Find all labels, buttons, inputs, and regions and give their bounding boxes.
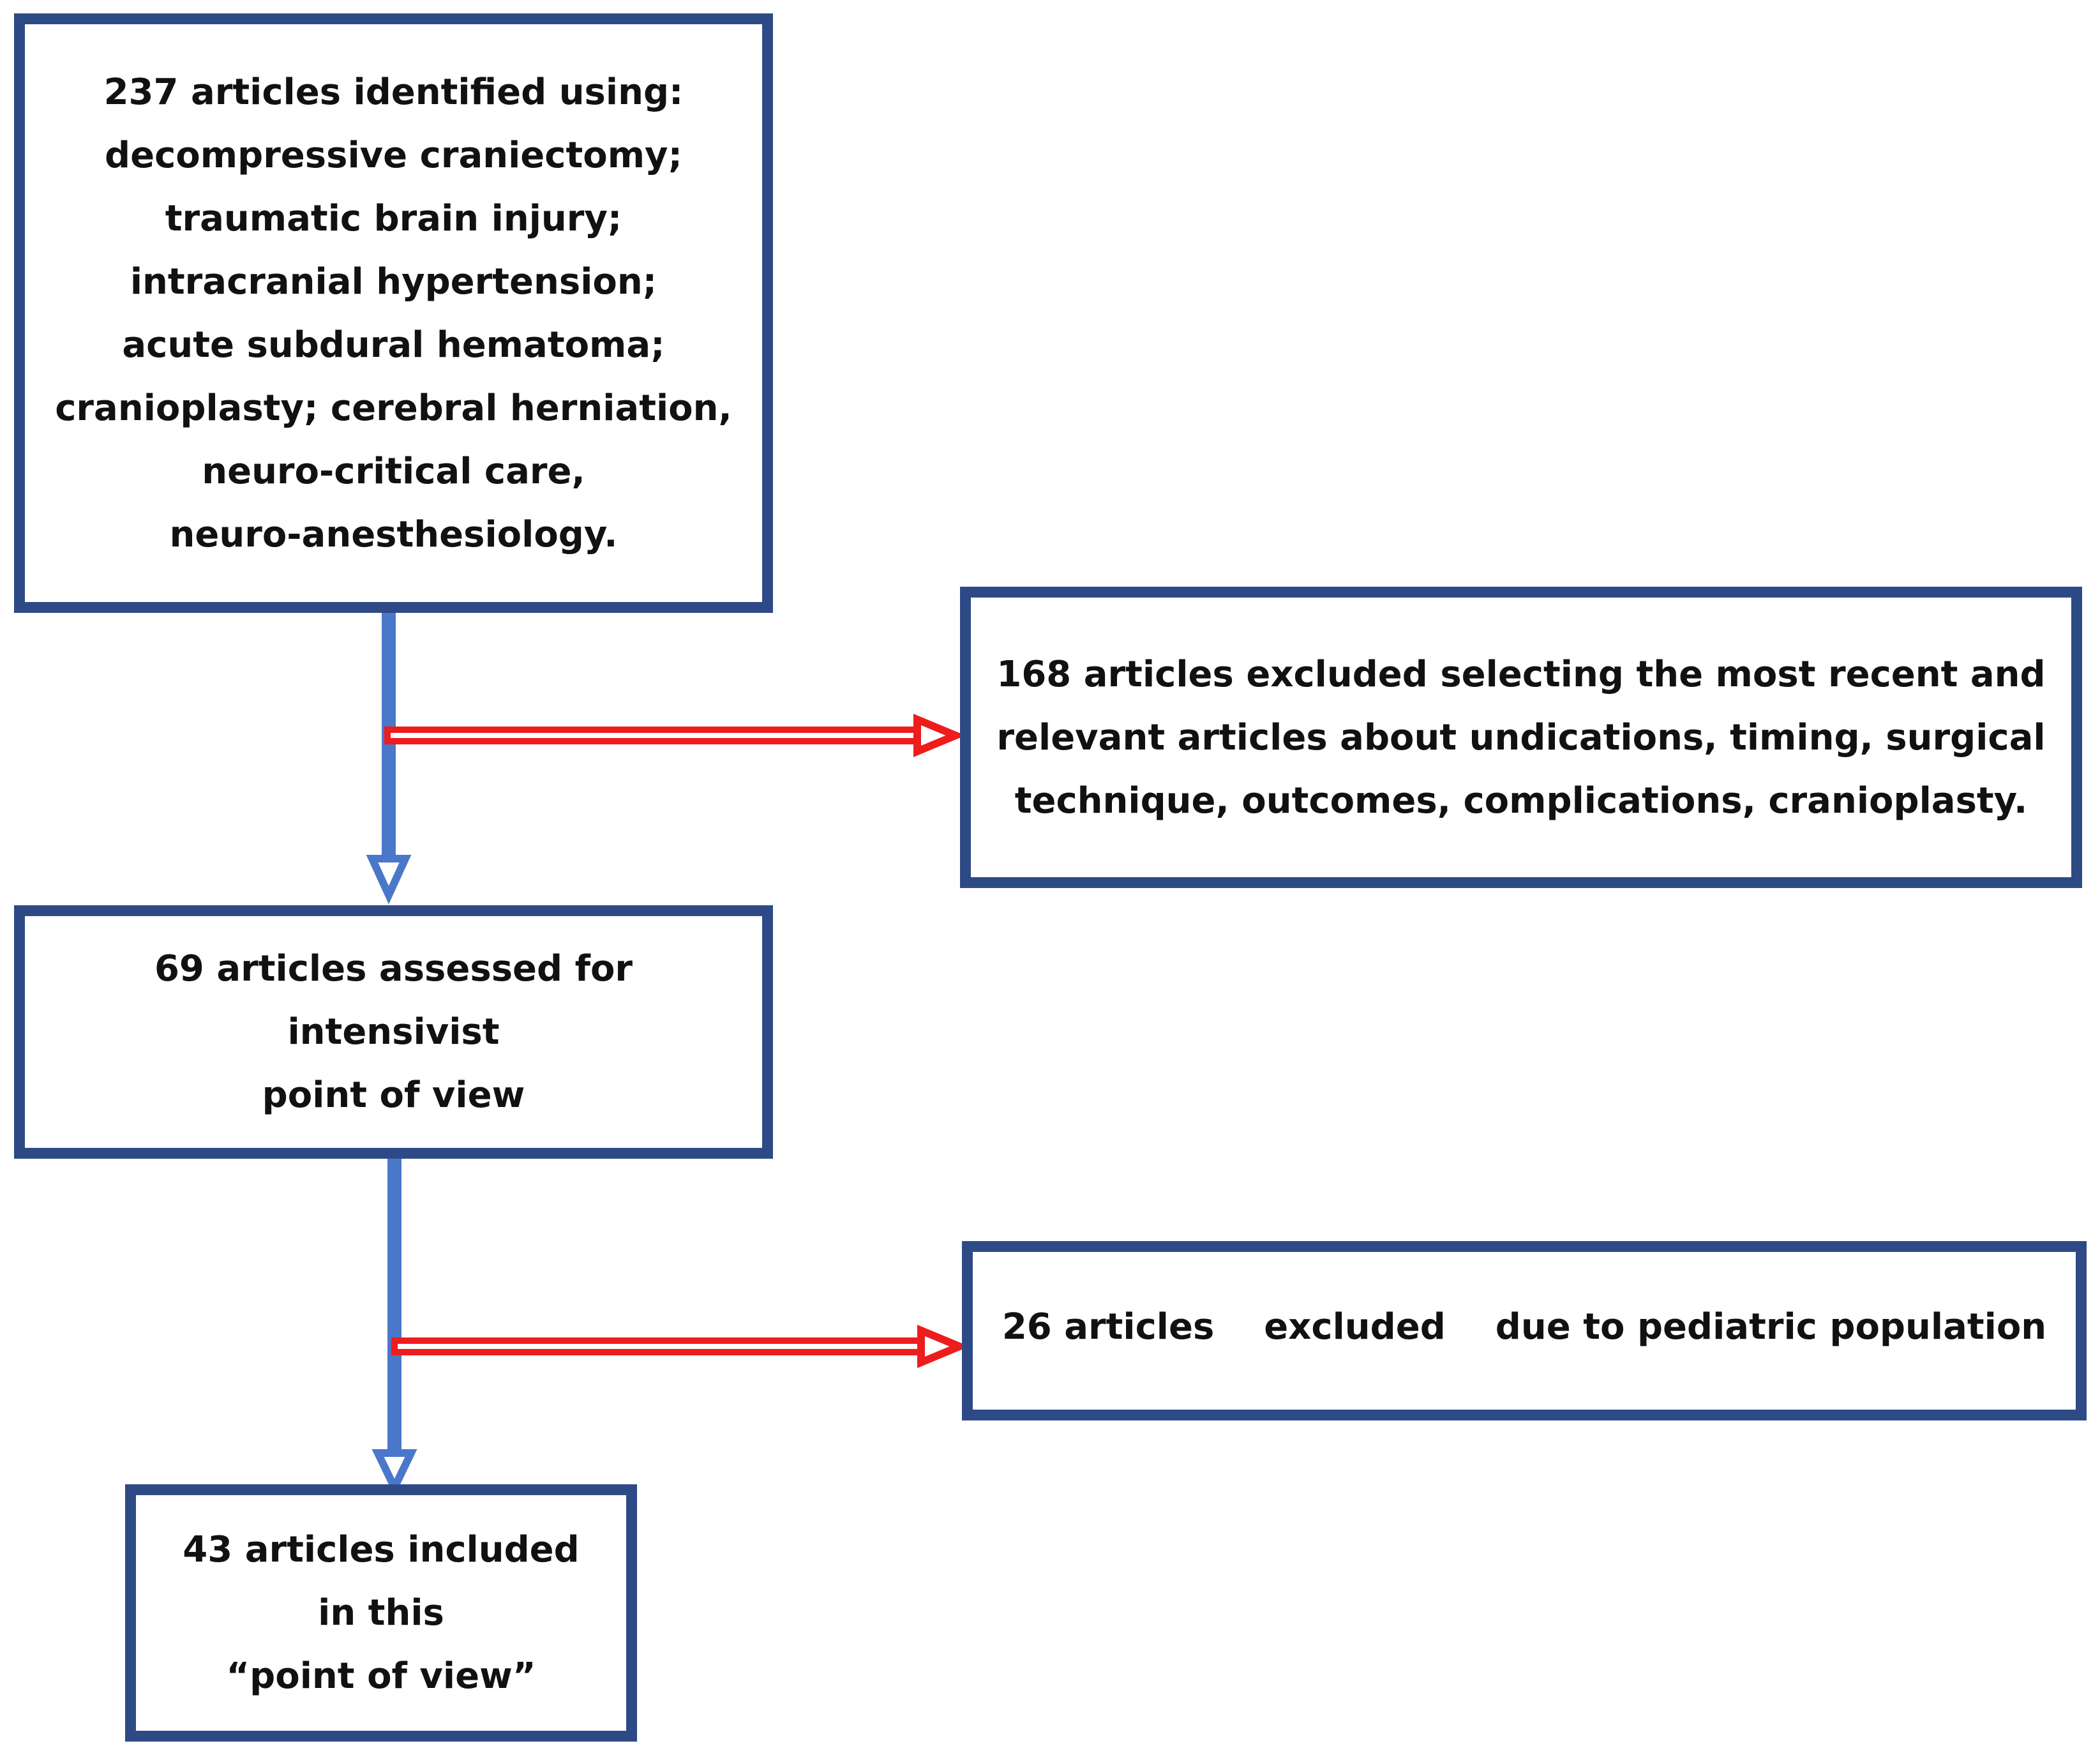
assessed-line-2: intensivist [287, 1011, 500, 1053]
excluded-recent-line-2: relevant articles about undications, tim… [996, 716, 2046, 758]
flow-arrow-1-head [366, 855, 412, 905]
identified-line-1: 237 articles identified using: [103, 71, 684, 113]
exclusion-arrow-1-shaft [384, 727, 920, 744]
identified-line-4: intracranial hypertension; [130, 260, 657, 303]
assessed-articles-box: 69 articles assessed for intensivist poi… [14, 905, 773, 1159]
excluded-recent-box: 168 articles excluded selecting the most… [960, 587, 2082, 888]
exclusion-arrow-2-head [917, 1325, 970, 1368]
excluded-pediatric-box: 26 articles excluded due to pediatric po… [962, 1241, 2087, 1420]
excluded-recent-line-1: 168 articles excluded selecting the most… [996, 653, 2046, 695]
excluded-recent-line-3: technique, outcomes, complications, cran… [1014, 780, 2028, 822]
identified-line-6: cranioplasty; cerebral herniation, [55, 387, 732, 429]
included-line-3: “point of view” [226, 1655, 536, 1697]
flow-arrow-2-head [371, 1449, 417, 1496]
excluded-pediatric-line-1: 26 articles excluded due to pediatric po… [1001, 1306, 2047, 1348]
identified-line-5: acute subdural hematoma; [122, 324, 665, 366]
assessed-line-1: 69 articles assessed for [154, 948, 633, 990]
included-articles-box: 43 articles included in this “point of v… [125, 1484, 637, 1742]
assessed-line-3: point of view [262, 1074, 525, 1116]
identified-articles-box: 237 articles identified using: decompres… [14, 13, 773, 613]
identified-line-3: traumatic brain injury; [165, 197, 622, 239]
exclusion-arrow-2-shaft [391, 1337, 924, 1355]
identified-line-7: neuro-critical care, [202, 450, 585, 492]
included-line-2: in this [318, 1592, 444, 1634]
identified-line-8: neuro-anesthesiology. [169, 513, 618, 555]
exclusion-arrow-1-head [913, 714, 966, 757]
included-line-1: 43 articles included [183, 1529, 580, 1570]
identified-line-2: decompressive craniectomy; [105, 134, 682, 176]
